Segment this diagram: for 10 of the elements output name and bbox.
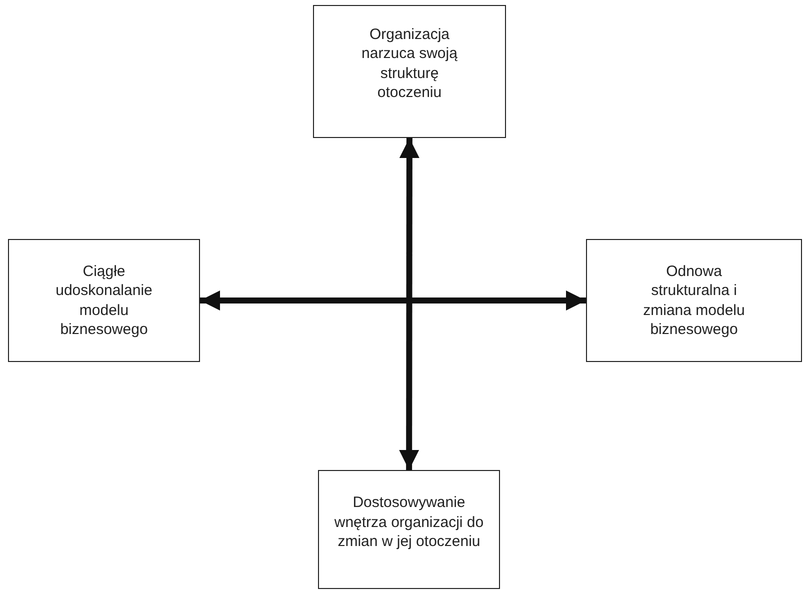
double-arrow (200, 290, 586, 310)
text-box (313, 5, 506, 138)
text-box (318, 470, 500, 589)
box-label: Organizacja narzuca swoją strukturę otoczeniu (360, 24, 458, 102)
double-arrow (399, 138, 420, 470)
text-box (586, 239, 802, 362)
box-label: Dostosowywanie wnętrza organizacji do zmian w jej otoczeniu (333, 493, 485, 552)
box-label: Ciągłe udoskonalanie modelu biznesowego (54, 262, 154, 340)
text-box (8, 239, 200, 362)
box-label: Odnowa strukturalna i zmiana modelu biznesowego (642, 262, 746, 340)
